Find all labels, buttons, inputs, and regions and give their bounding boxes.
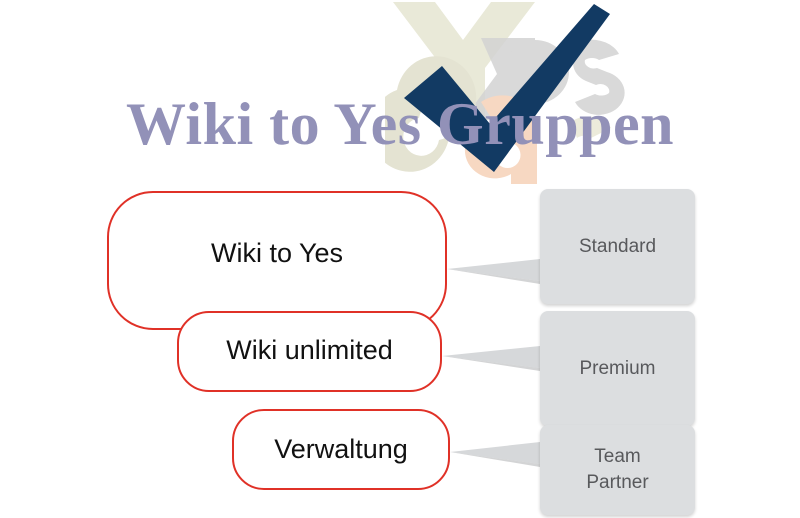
plan-label: Standard: [578, 235, 657, 257]
bubble-label: Wiki unlimited: [226, 335, 393, 365]
connector-team-partner: [450, 442, 540, 464]
page-title: Wiki to Yes Gruppen: [126, 91, 674, 157]
plan-box-premium[interactable]: Premium: [540, 311, 695, 426]
plan-box-standard[interactable]: Standard: [540, 189, 695, 304]
connector-standard: [447, 259, 540, 281]
bubble-label: Wiki to Yes: [210, 238, 344, 268]
bubble-wiki-to-yes[interactable]: Wiki to Yes: [107, 191, 447, 330]
bubble-wiki-unlimited[interactable]: Wiki unlimited: [177, 311, 442, 392]
plan-label: Team Partner: [586, 446, 649, 493]
bubble-verwaltung[interactable]: Verwaltung: [232, 409, 450, 490]
bubble-label: Verwaltung: [274, 433, 408, 464]
connector-premium: [442, 346, 540, 368]
plan-box-team-partner[interactable]: Team Partner: [540, 425, 695, 515]
plan-label: Premium: [579, 357, 656, 379]
